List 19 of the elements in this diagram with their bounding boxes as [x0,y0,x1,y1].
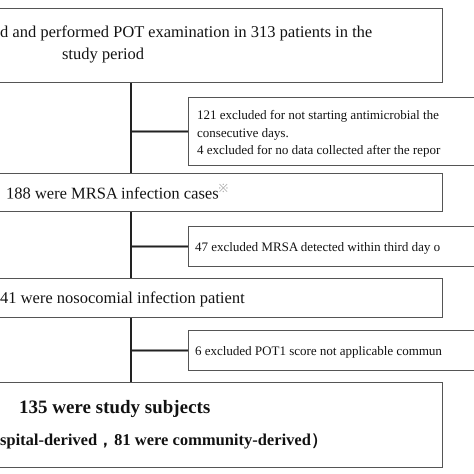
box-text: 41 were nosocomial infection patient [0,287,245,309]
result-heading: 135 were study subjects [19,396,210,420]
box-text: 188 were MRSA infection cases$^{※}$ [6,182,229,204]
exclusion-box [188,330,474,371]
exclusion-text: 4 excluded for no data collected after the repor [197,141,440,159]
result-box [0,382,443,468]
exclusion-text: 6 excluded POT1 score not applicable commun [195,342,442,360]
process-box [0,173,443,212]
box-text: d and performed POT examination in 313 patients in the study period [0,21,374,66]
exclusion-text: 47 excluded MRSA detected within third day o [195,238,440,256]
process-box [0,278,443,318]
connector-line [130,83,188,132]
exclusion-text: 121 excluded for not starting antimicrobial the consecutive days. [197,106,440,142]
connector-line [130,318,188,352]
connector-line [130,212,188,248]
exclusion-box [188,97,474,166]
exclusion-box [188,226,474,267]
process-box [0,8,443,83]
result-text: spital-derived，81 were community-derived） [0,429,328,451]
